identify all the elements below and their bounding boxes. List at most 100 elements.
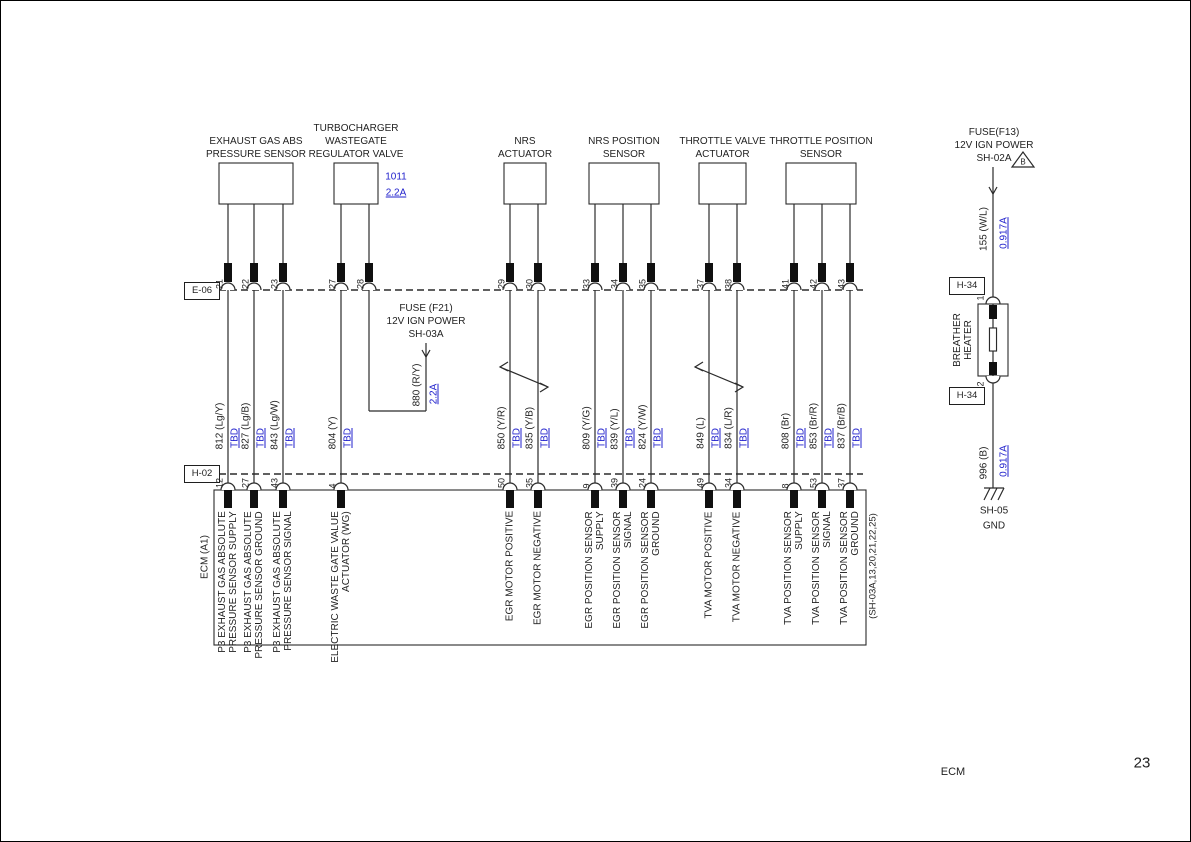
arrow-down-icon: [421, 349, 431, 359]
callout-ref-link[interactable]: 1011: [385, 171, 407, 183]
wire-current-link-f21[interactable]: 2.2A: [428, 383, 440, 404]
ground-ref: SH-05: [979, 505, 1009, 517]
connector-pin: [506, 263, 514, 282]
connector-pin-arc: [587, 282, 603, 291]
connector-pin: [733, 263, 741, 282]
pin-number-top: 22: [240, 278, 251, 290]
connector-pin-arc: [502, 282, 518, 291]
wire-tbd-link[interactable]: TBD: [652, 428, 664, 448]
connector-pin-arc: [985, 375, 1001, 384]
label-line: FUSE(F13): [968, 127, 1020, 138]
pin-number-top: 35: [637, 278, 648, 290]
connector-row-label-e06: E-06: [184, 282, 220, 300]
pin-number-bottom: 50: [496, 477, 507, 489]
wire-tbd-link[interactable]: TBD: [738, 428, 750, 448]
connector-pin-arc: [333, 282, 349, 291]
wire-tbd-link[interactable]: TBD: [624, 428, 636, 448]
connector-pin-arc: [275, 482, 291, 491]
connector-pin-arc: [814, 482, 830, 491]
label-line: THROTTLE POSITION: [769, 136, 873, 147]
ecm-label: ECM (A1): [199, 535, 211, 579]
label-line: ELECTRIC WASTE GATE VALUE: [330, 511, 341, 663]
wire-tbd-link[interactable]: TBD: [284, 428, 296, 448]
connector-pin-arc: [842, 482, 858, 491]
wire-tbd-link[interactable]: TBD: [823, 428, 835, 448]
callout-current-link[interactable]: 2.2A: [385, 187, 407, 199]
wire-current-link-155[interactable]: 0.917A: [998, 217, 1010, 249]
connector-pin-arc: [786, 282, 802, 291]
component-box: [333, 162, 379, 205]
wire-tbd-link[interactable]: TBD: [229, 428, 241, 448]
label-line: GROUND: [850, 511, 861, 556]
label-line: SH-03A: [408, 329, 444, 340]
wire-tbd-link[interactable]: TBD: [851, 428, 863, 448]
wire-tbd-link[interactable]: TBD: [255, 428, 267, 448]
connector-pin: [647, 490, 655, 508]
component-box: [503, 162, 547, 205]
pin-number-bottom: 27: [240, 477, 251, 489]
connector-pin-arc: [615, 282, 631, 291]
heater-resistor-icon: [988, 327, 998, 352]
label-line: NRS POSITION: [588, 136, 660, 147]
label-line: REGULATOR VALVE: [308, 149, 404, 160]
connector-pin: [224, 263, 232, 282]
label-line: GROUND: [651, 510, 662, 556]
connector-pin-arc: [220, 282, 236, 291]
component-box: [218, 162, 294, 205]
label-line: SUPPLY: [794, 511, 805, 550]
wire-label: 824 (Y/W): [637, 403, 649, 450]
twisted-pair-icon: [693, 361, 704, 372]
ground-icon: [997, 487, 1005, 501]
wire-label: 853 (Br/R): [808, 402, 820, 450]
pin-number-top: 41: [780, 278, 791, 290]
label-line: P3 EXHAUST GAS ABSOLUTE: [272, 511, 283, 653]
wire-current-link-996[interactable]: 0.917A: [998, 445, 1010, 477]
wire-tbd-link[interactable]: TBD: [795, 428, 807, 448]
connector-pin-arc: [729, 282, 745, 291]
wire-tbd-link[interactable]: TBD: [596, 428, 608, 448]
label-line: FUSE (F21): [399, 303, 453, 314]
pin-number-top: 43: [836, 278, 847, 290]
connector-pin: [733, 490, 741, 508]
connector-pin-arc: [615, 482, 631, 491]
wire-label: 834 (L/R): [723, 407, 735, 449]
connector-pin: [989, 362, 997, 375]
pin-number-bottom: 4: [327, 482, 338, 489]
arrow-down-icon: [988, 186, 998, 196]
component-box: [588, 162, 660, 205]
connector-pin: [337, 263, 345, 282]
label-line: SENSOR: [799, 149, 843, 160]
label-line: EGR MOTOR NEGATIVE: [532, 510, 544, 626]
wire-tbd-link[interactable]: TBD: [342, 428, 354, 448]
label-line: EGR POSITION SENSOR: [640, 510, 651, 629]
pin-number-bottom: 35: [524, 477, 535, 489]
pin-number-bottom: 34: [723, 477, 734, 489]
pin-number-top: 30: [524, 278, 535, 290]
component-box: [785, 162, 857, 205]
label-line: SIGNAL: [623, 510, 634, 548]
pin-number-bottom: 24: [637, 477, 648, 489]
label-line: PRESSURE SENSOR: [205, 149, 307, 160]
fuse-f13-label: FUSE(F13) 12V IGN POWER SH-02A: [955, 126, 1034, 165]
connector-pin-arc: [842, 282, 858, 291]
wire-tbd-link[interactable]: TBD: [710, 428, 722, 448]
heater-pin-number-bottom: 2: [975, 381, 986, 387]
pin-number-top: 38: [723, 278, 734, 290]
label-line: WASTEGATE: [325, 136, 387, 147]
connector-pin-arc: [361, 282, 377, 291]
pin-number-top: 21: [214, 278, 225, 290]
footer-ecm-label: ECM: [940, 766, 966, 778]
wire-label-880: 880 (R/Y): [411, 363, 423, 406]
wire-tbd-link[interactable]: TBD: [511, 428, 523, 448]
wire-tbd-link[interactable]: TBD: [539, 428, 551, 448]
connector-pin-arc: [333, 482, 349, 491]
label-line: TVA POSITION SENSOR: [811, 511, 822, 625]
